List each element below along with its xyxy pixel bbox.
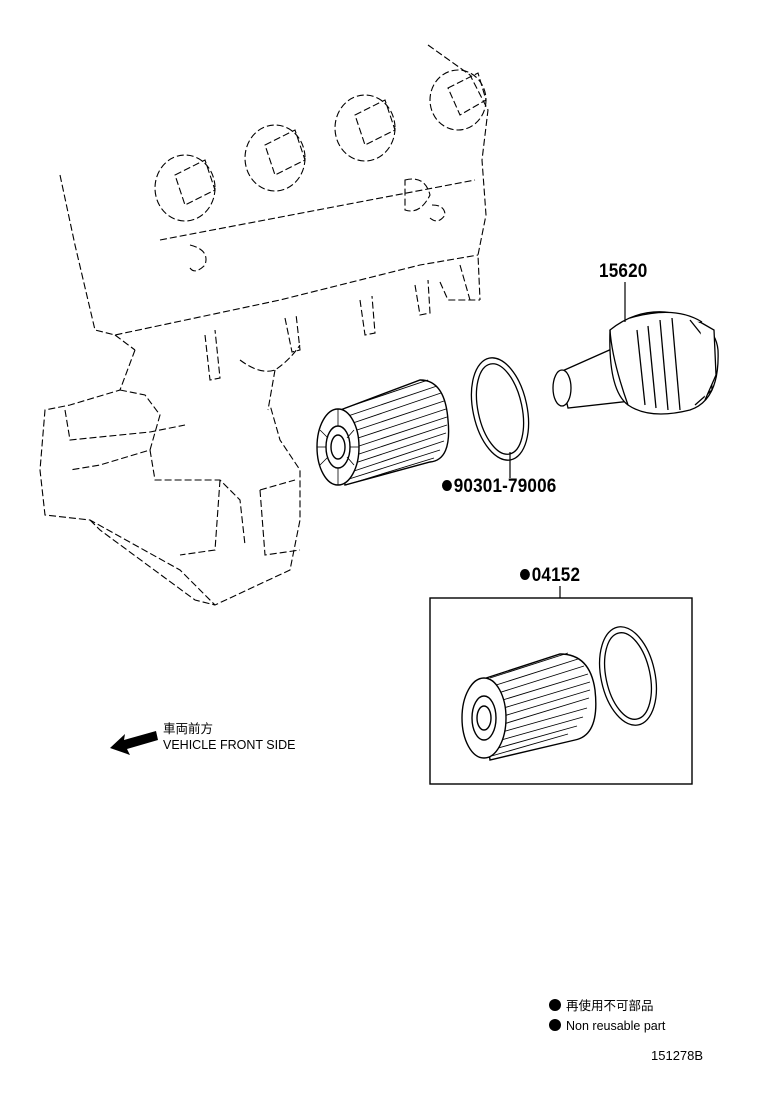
diagram-code: 151278B [651, 1048, 704, 1063]
part-number-15620: 15620 [599, 261, 648, 282]
legend-row-jp: 再使用不可部品 [549, 996, 665, 1016]
oil-filter-element [316, 379, 450, 486]
legend: 再使用不可部品 Non reusable part [549, 996, 665, 1036]
part-number-90301-79006: 90301-79006 [442, 476, 556, 498]
o-ring-illustration [470, 357, 530, 461]
kit-filter-element [461, 652, 597, 761]
part-number-04152: 04152 [520, 565, 580, 587]
non-reusable-dot-icon [520, 569, 530, 580]
filter-housing-cap-illustration [552, 311, 719, 415]
non-reusable-dot-icon [442, 480, 452, 491]
vehicle-front-label: 車両前方 VEHICLE FRONT SIDE [163, 721, 295, 753]
engine-block-illustration [39, 44, 489, 606]
legend-row-en: Non reusable part [549, 1016, 665, 1036]
filter-kit-box [429, 597, 693, 785]
kit-o-ring [598, 626, 658, 726]
front-direction-arrow [110, 731, 158, 755]
cylinder-bosses [154, 69, 487, 222]
vehicle-front-label-en: VEHICLE FRONT SIDE [163, 738, 296, 752]
bullet-dot-icon [549, 1019, 561, 1031]
vehicle-front-label-jp: 車両前方 [163, 722, 214, 736]
bullet-dot-icon [549, 999, 561, 1011]
